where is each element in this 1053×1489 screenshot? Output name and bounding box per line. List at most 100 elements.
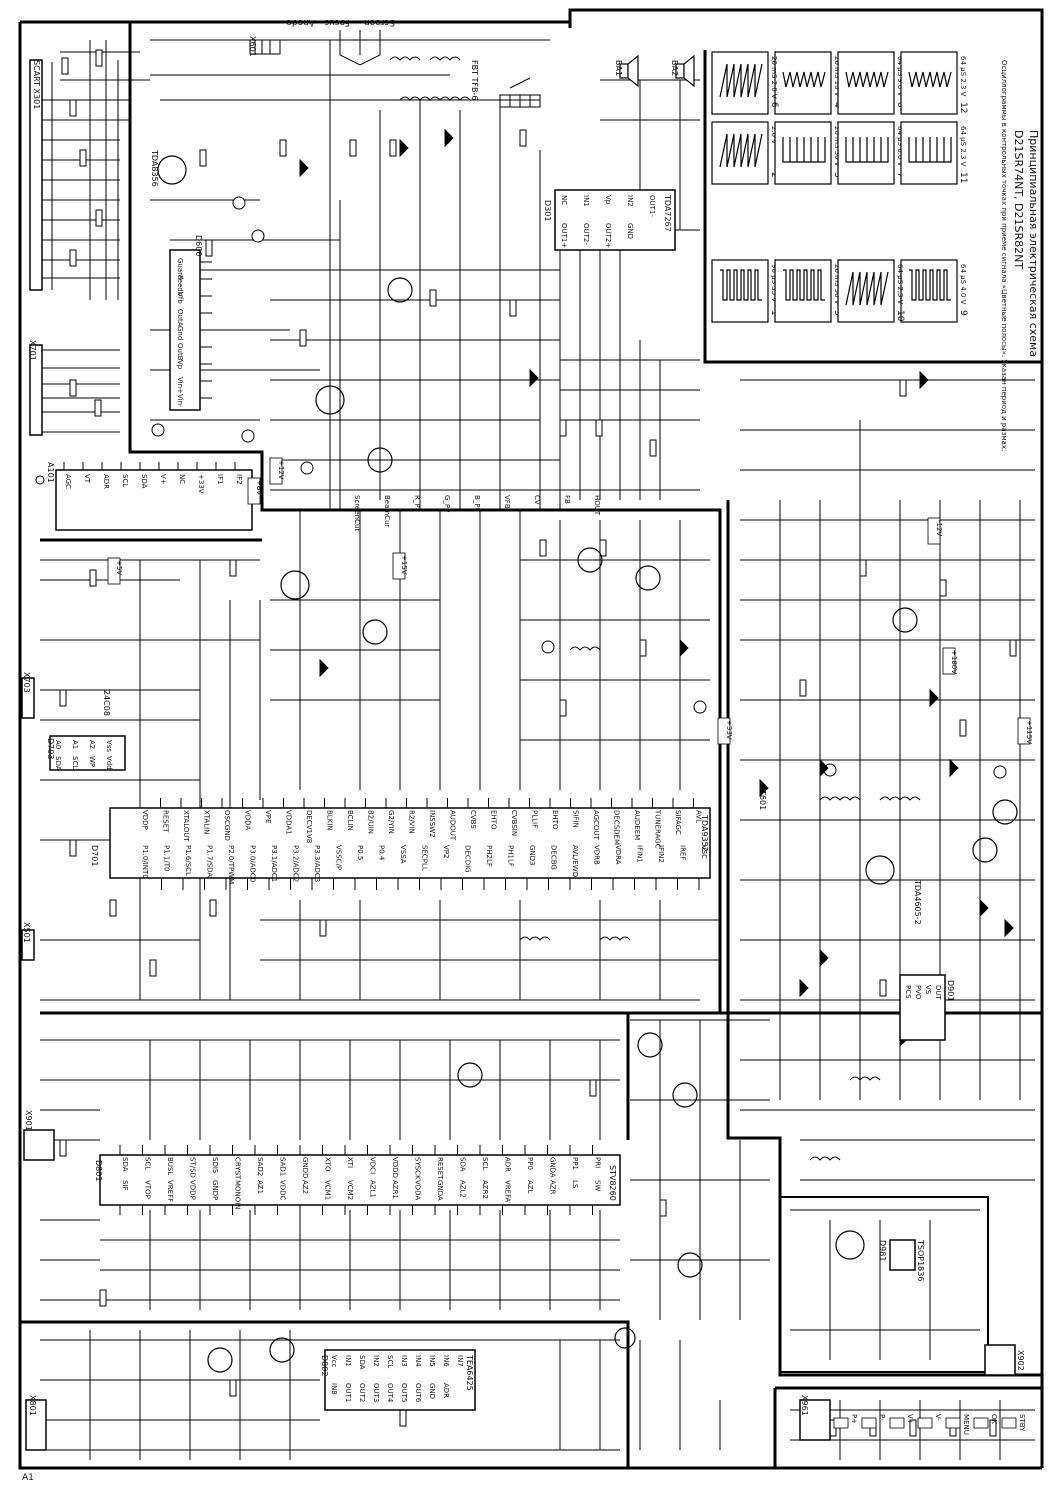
key-switch <box>889 1417 905 1429</box>
d801-pin-top: VDDD <box>391 1157 399 1178</box>
speaker-ba2-label: BA2 <box>670 60 679 76</box>
d703-pin: Vdd <box>105 756 113 770</box>
rail-box <box>107 557 121 585</box>
oscillogram-number: 10 <box>895 310 905 322</box>
d301-pin: IN1 <box>582 195 590 207</box>
d801-pin-top: PP1 <box>571 1157 579 1170</box>
d802-pin: IN8 <box>330 1383 338 1395</box>
d801-pin-bottom: SW <box>594 1180 602 1191</box>
d701-pin-top: SIFAGC <box>674 810 682 835</box>
d802-pin: OUT5 <box>400 1383 408 1402</box>
d801-pin-bottom: LS <box>571 1180 579 1189</box>
coils <box>389 56 921 1161</box>
scart-label: SCART X301 <box>32 60 41 109</box>
tuner-pin: NC <box>178 474 186 484</box>
d701-pin-bottom: IFIN2 <box>657 845 665 863</box>
oscillogram-label: 20 mS 10 V <box>833 56 841 97</box>
d600-pin: Vfb <box>176 292 184 304</box>
d801-pin-bottom: VCM2 <box>346 1180 354 1200</box>
key-label: MENU <box>962 1414 970 1435</box>
d801-pin-top: BUSL <box>166 1157 174 1175</box>
service-label: X703 <box>22 672 31 693</box>
section-borders <box>18 8 1044 1470</box>
crt-signal-label: BeamCur <box>383 495 391 528</box>
tuner-pin: ADR <box>102 474 110 489</box>
d802-part: TEA6425 <box>465 1354 474 1391</box>
oscillogram-waveform <box>719 133 763 168</box>
rail-box <box>247 477 261 505</box>
supply-rail-labels: +5V+8V+12V+15V+33V+115V+180V-12V <box>107 457 1033 745</box>
key-switch <box>945 1417 961 1429</box>
speaker-ba1-icon <box>619 54 639 88</box>
d801-pin-bottom: VTOP <box>144 1180 152 1199</box>
d701-pin-bottom: DECBG <box>550 845 558 870</box>
d701-pin-top: VDDP <box>141 810 149 830</box>
d701-pin-bottom: SECPLL <box>421 845 429 871</box>
tuner-pin: SCL <box>121 474 129 487</box>
ic-d703-body <box>49 735 126 771</box>
oscillogram-number: 12 <box>958 102 968 113</box>
av-connector <box>29 344 43 436</box>
d701-pin-bottom: VSC <box>700 845 708 859</box>
d600-pin: Gnd <box>176 326 184 340</box>
d301-pin: OUT1+ <box>560 223 568 248</box>
d802-pin: OUT1 <box>344 1383 352 1402</box>
oscillogram-box <box>837 121 895 185</box>
rail-label: +33V <box>725 720 733 740</box>
ic-d701-body <box>109 807 711 879</box>
ir-ref: D981 <box>878 1240 887 1261</box>
crt-signal-label: HOUT <box>593 495 601 516</box>
d802-pin: Vcc <box>330 1355 338 1368</box>
d600-pin: Vin+ <box>176 377 184 394</box>
transistors <box>157 155 1018 1373</box>
d801-pin-bottom: VDDP <box>189 1180 197 1200</box>
d801-pin-top: SDA <box>459 1157 467 1172</box>
d701-pin-bottom: P3.1/ADC1 <box>270 845 278 882</box>
oscillogram-number: 1 <box>769 310 779 316</box>
oscillogram-number: 3 <box>832 172 842 178</box>
d801-pin-bottom: AZR <box>549 1180 557 1195</box>
d802-pin: IN5 <box>428 1355 436 1367</box>
d703-pin: WP <box>88 756 96 767</box>
oscillogram-waveform <box>909 269 951 301</box>
d703-part: 24C08 <box>102 690 111 716</box>
tuner-pin: AGC <box>64 474 72 489</box>
d701-pin-top: BLKIN <box>326 810 334 831</box>
ir-receiver-body <box>889 1239 916 1271</box>
d802-pin: ADR <box>442 1383 450 1398</box>
d901-pin: PCS <box>904 985 912 999</box>
key-label: V- <box>934 1414 942 1421</box>
d301-pin: IN2 <box>626 195 634 207</box>
d901-pin: VS <box>924 985 932 995</box>
oscillogram-label: 20 mS 2.0 V <box>770 56 778 99</box>
crt-signal-label: ScreenCut <box>353 495 361 531</box>
annotations: Принципиальная электрическая схема D21SR… <box>22 17 1040 1483</box>
d801-pin-bottom: VDDC <box>279 1180 287 1201</box>
key-switch <box>1001 1417 1017 1429</box>
oscillogram-waveform <box>845 271 889 306</box>
rail-label: +15V <box>400 555 408 575</box>
d802-pin: OUT6 <box>414 1383 422 1403</box>
d801-pin-top: SCL <box>481 1157 489 1170</box>
rail-label: +8V <box>255 480 263 495</box>
d701-pin-bottom: VDRB <box>593 845 601 865</box>
rail-label: +12V <box>277 460 285 480</box>
d703-pin: A1 <box>71 740 79 749</box>
d801-pin-top: SAD1 <box>279 1157 287 1176</box>
scart-connector <box>29 59 43 291</box>
d701-pin-bottom: P3.3/ADC3 <box>313 845 321 882</box>
ir-part: TSOP1836 <box>916 1239 925 1281</box>
key-label: P- <box>878 1414 886 1421</box>
d701-pin-top: AUDEEM <box>633 810 641 840</box>
ic-d802-body <box>324 1349 476 1411</box>
oscillogram-label: 64 µS 6.0 V <box>896 126 904 167</box>
d701-pin-top: XTALIN <box>203 810 211 834</box>
d801-pin-bottom: VREFF <box>166 1180 174 1202</box>
key-label: P+ <box>850 1414 858 1424</box>
d801-part: STV8260 <box>608 1165 617 1201</box>
d701-pin-top: CVBSIN <box>510 810 518 836</box>
oscillogram-waveform <box>782 71 826 88</box>
d801-pin-top: XTO <box>324 1157 332 1172</box>
